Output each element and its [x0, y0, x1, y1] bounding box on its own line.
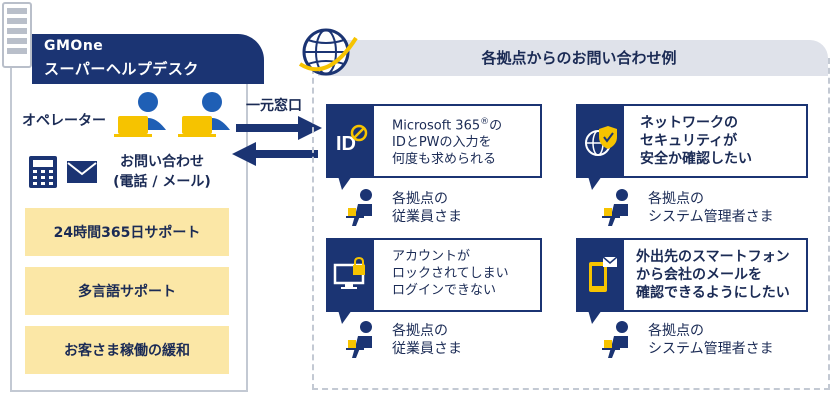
card-line: 安全か確認したい: [640, 151, 752, 167]
single-window-label: 一元窓口: [246, 98, 302, 114]
person-at-desk-icon: [602, 321, 628, 358]
person-label: 各拠点の 従業員さま: [392, 322, 462, 358]
card-icon-box: [328, 240, 374, 310]
person-label: 各拠点の 従業員さま: [392, 190, 462, 226]
card-line: 何度も求められる: [392, 152, 497, 168]
card-text: アカウントが ロックされてしまい ログインできない: [392, 248, 540, 299]
person-label-line: システム管理者さま: [648, 341, 774, 357]
card-line: 確認できるようにしたい: [636, 285, 790, 301]
brand-name: GMOne: [44, 38, 104, 54]
person-label-line: 従業員さま: [392, 341, 462, 357]
examples-title: 各拠点からのお問い合わせ例: [481, 49, 677, 67]
mail-icon: [67, 161, 97, 183]
server-icon: [2, 2, 32, 68]
contact-label: お問い合わせ (電話 / メール): [104, 152, 220, 192]
contact-label-line2: (電話 / メール): [113, 174, 211, 190]
card-line: ネットワークの: [640, 115, 738, 131]
speech-tail: [338, 176, 352, 190]
locked-monitor-icon: [333, 257, 365, 289]
person-label-line: 各拠点の: [392, 191, 448, 207]
card-line: ログインできない: [392, 283, 497, 298]
person-at-desk-icon: [346, 321, 372, 358]
examples-panel-frame: [312, 58, 830, 390]
person-label: 各拠点の システム管理者さま: [648, 190, 774, 226]
person-label-line: システム管理者さま: [648, 209, 774, 225]
registered-mark: ®: [480, 117, 490, 127]
operator-icon: [178, 92, 230, 137]
speech-tail: [588, 310, 602, 324]
card-line: から会社のメールを: [636, 267, 762, 283]
card-line: IDとPWの入力を: [392, 135, 492, 151]
smartphone-mail-icon: [589, 256, 618, 292]
operator-icon: [114, 92, 166, 137]
card-text: 外出先のスマートフォン から会社のメールを 確認できるようにしたい: [636, 248, 808, 302]
operator-label: オペレーター: [22, 113, 106, 129]
examples-header-bar: [318, 40, 828, 76]
card-icon-box: [578, 240, 624, 310]
example-card-account-locked: アカウントが ロックされてしまい ログインできない: [326, 238, 542, 312]
person-at-desk-icon: [346, 189, 372, 226]
card-line: 外出先のスマートフォン: [636, 249, 790, 265]
card-line: Microsoft 365: [392, 118, 481, 134]
card-icon-box: ID: [328, 106, 374, 176]
card-text: Microsoft 365®の IDとPWの入力を 何度も求められる: [392, 114, 540, 168]
phone-icon: [29, 156, 57, 188]
arrow-right-icon: [236, 116, 322, 140]
card-line: アカウントが: [392, 249, 471, 264]
person-label-line: 各拠点の: [392, 323, 448, 339]
speech-tail: [588, 176, 602, 190]
example-card-login: ID Microsoft 365®の IDとPWの入力を 何度も求められる: [326, 104, 542, 178]
card-text: ネットワークの セキュリティが 安全か確認したい: [640, 114, 806, 168]
globe-shield-icon: [585, 126, 617, 156]
person-at-desk-icon: [602, 189, 628, 226]
globe-icon: [298, 28, 358, 76]
person-label: 各拠点の システム管理者さま: [648, 322, 774, 358]
id-block-icon: ID: [336, 124, 368, 155]
arrow-left-icon: [232, 142, 318, 166]
helpdesk-panel-frame: [10, 52, 248, 392]
speech-tail: [338, 310, 352, 324]
feature-workload-relief: お客さま稼働の緩和: [25, 326, 229, 374]
card-line-suffix: の: [489, 118, 503, 134]
feature-multilingual-support: 多言語サポート: [25, 267, 229, 315]
helpdesk-header: GMOne スーパーヘルプデスク: [32, 34, 264, 84]
feature-24h-support: 24時間365日サポート: [25, 208, 229, 256]
example-card-security: ネットワークの セキュリティが 安全か確認したい: [576, 104, 808, 178]
svg-text:ID: ID: [336, 133, 356, 155]
card-line: ロックされてしまい: [392, 266, 509, 281]
person-label-line: 従業員さま: [392, 209, 462, 225]
contact-label-line1: お問い合わせ: [120, 154, 204, 170]
person-label-line: 各拠点の: [648, 191, 704, 207]
example-card-mobile-mail: 外出先のスマートフォン から会社のメールを 確認できるようにしたい: [576, 238, 808, 312]
person-label-line: 各拠点の: [648, 323, 704, 339]
service-name: スーパーヘルプデスク: [44, 60, 199, 78]
card-line: セキュリティが: [640, 133, 738, 149]
card-icon-box: [578, 106, 624, 176]
